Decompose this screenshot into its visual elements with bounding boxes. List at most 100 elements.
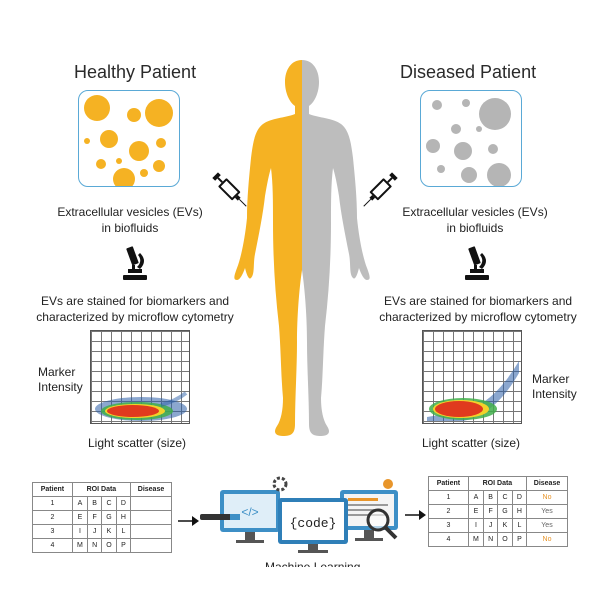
code-tag-label: </> bbox=[241, 505, 258, 519]
diseased-y-label-line2: Intensity bbox=[532, 387, 577, 401]
healthy-patient-title: Healthy Patient bbox=[74, 62, 197, 82]
healthy-ev-caption-line2: in biofluids bbox=[101, 221, 159, 235]
healthy-stain-caption-line1: EVs are stained for biomarkers and bbox=[40, 294, 230, 308]
table-cell: O bbox=[497, 532, 513, 547]
healthy-microscope-icon bbox=[123, 246, 147, 280]
table-cell: B bbox=[87, 496, 103, 511]
table-cell bbox=[130, 510, 172, 525]
table-row: 1 A B C D No bbox=[428, 490, 568, 505]
input-data-table: Patient ROI Data Disease 1 A B C D 2 E F… bbox=[32, 482, 172, 553]
diseased-ev-caption-line1: Extracellular vesicles (EVs) bbox=[402, 205, 548, 219]
disease-result-cell: Yes bbox=[526, 518, 568, 533]
input-header-disease: Disease bbox=[130, 482, 172, 497]
table-cell: K bbox=[101, 524, 117, 539]
table-row: 4 M N O P bbox=[32, 538, 172, 553]
output-header-patient: Patient bbox=[428, 476, 469, 491]
output-header-roi: ROI Data bbox=[467, 476, 528, 491]
table-cell: G bbox=[101, 510, 117, 525]
healthy-x-axis-label: Light scatter (size) bbox=[88, 436, 187, 450]
table-cell: K bbox=[497, 518, 513, 533]
human-figure bbox=[234, 60, 370, 436]
table-row: 1 A B C D bbox=[32, 496, 172, 511]
disease-result-cell: Yes bbox=[526, 504, 568, 519]
input-header-roi: ROI Data bbox=[71, 482, 132, 497]
table-cell: F bbox=[483, 504, 499, 519]
table-row: 3 I J K L Yes bbox=[428, 518, 568, 533]
diseased-vesicles-box bbox=[420, 90, 522, 187]
healthy-y-label-line2: Intensity bbox=[38, 380, 83, 394]
table-cell: A bbox=[71, 496, 89, 511]
table-cell: G bbox=[497, 504, 513, 519]
diseased-cytometry-plot bbox=[422, 330, 522, 424]
table-cell: M bbox=[467, 532, 485, 547]
diseased-syringe-icon bbox=[363, 172, 398, 207]
table-cell: E bbox=[467, 504, 485, 519]
table-cell bbox=[130, 538, 172, 553]
table-cell: D bbox=[115, 496, 132, 511]
input-header-patient: Patient bbox=[32, 482, 73, 497]
table-cell: D bbox=[511, 490, 528, 505]
table-cell bbox=[130, 524, 172, 539]
table-cell: 4 bbox=[428, 532, 469, 547]
healthy-stain-caption: EVs are stained for biomarkers and chara… bbox=[30, 293, 240, 325]
code-label: {code} bbox=[290, 516, 337, 531]
healthy-ev-caption: Extracellular vesicles (EVs) in biofluid… bbox=[55, 204, 205, 236]
table-cell: 3 bbox=[32, 524, 73, 539]
table-cell: P bbox=[115, 538, 132, 553]
table-cell: I bbox=[467, 518, 485, 533]
diseased-patient-title: Diseased Patient bbox=[400, 62, 537, 82]
table-row: 2 E F G H Yes bbox=[428, 504, 568, 519]
diseased-ev-caption-line2: in biofluids bbox=[446, 221, 504, 235]
table-cell: 1 bbox=[428, 490, 469, 505]
table-cell: L bbox=[511, 518, 528, 533]
table-cell: J bbox=[483, 518, 499, 533]
table-cell: 4 bbox=[32, 538, 73, 553]
table-cell: A bbox=[467, 490, 485, 505]
diseased-y-label-line1: Marker bbox=[532, 372, 570, 386]
table-cell: N bbox=[483, 532, 499, 547]
table-cell: H bbox=[115, 510, 132, 525]
diseased-stain-caption-line1: EVs are stained for biomarkers and bbox=[383, 294, 573, 308]
arrow-right-icon bbox=[178, 516, 199, 526]
diseased-ev-caption: Extracellular vesicles (EVs) in biofluid… bbox=[400, 204, 550, 236]
magnifier-icon bbox=[366, 508, 390, 532]
table-cell: C bbox=[101, 496, 117, 511]
table-cell: H bbox=[511, 504, 528, 519]
table-row: 2 E F G H bbox=[32, 510, 172, 525]
diseased-y-axis-label: Marker Intensity bbox=[532, 372, 577, 402]
healthy-vesicles-illustration bbox=[84, 95, 173, 190]
table-cell: B bbox=[483, 490, 499, 505]
table-row: 3 I J K L bbox=[32, 524, 172, 539]
healthy-vesicles-box bbox=[78, 90, 180, 190]
healthy-stain-caption-line2: characterized by microflow cytometry bbox=[36, 310, 234, 324]
table-cell: L bbox=[115, 524, 132, 539]
diseased-stain-caption: EVs are stained for biomarkers and chara… bbox=[373, 293, 583, 325]
output-data-table: Patient ROI Data Disease 1 A B C D No 2 … bbox=[428, 476, 568, 547]
machine-learning-caption: Machine Learning bbox=[265, 560, 361, 567]
table-cell bbox=[130, 496, 172, 511]
arrow-right-icon-2 bbox=[405, 510, 426, 520]
diseased-stain-caption-line2: characterized by microflow cytometry bbox=[379, 310, 577, 324]
table-cell: J bbox=[87, 524, 103, 539]
healthy-cytometry-plot bbox=[90, 330, 190, 424]
disease-result-cell: No bbox=[526, 490, 568, 505]
gear-icon bbox=[272, 476, 288, 492]
table-cell: 2 bbox=[428, 504, 469, 519]
table-cell: 2 bbox=[32, 510, 73, 525]
disease-result-cell: No bbox=[526, 532, 568, 547]
table-cell: 1 bbox=[32, 496, 73, 511]
notification-icon bbox=[383, 479, 393, 489]
table-cell: 3 bbox=[428, 518, 469, 533]
table-cell: E bbox=[71, 510, 89, 525]
table-cell: I bbox=[71, 524, 89, 539]
diseased-scatter-density bbox=[427, 361, 519, 421]
table-cell: N bbox=[87, 538, 103, 553]
table-cell: C bbox=[497, 490, 513, 505]
table-cell: F bbox=[87, 510, 103, 525]
table-cell: O bbox=[101, 538, 117, 553]
table-cell: M bbox=[71, 538, 89, 553]
diseased-vesicles-illustration bbox=[426, 98, 511, 187]
healthy-scatter-density bbox=[95, 391, 188, 421]
output-header-disease: Disease bbox=[526, 476, 568, 491]
healthy-ev-caption-line1: Extracellular vesicles (EVs) bbox=[57, 205, 203, 219]
